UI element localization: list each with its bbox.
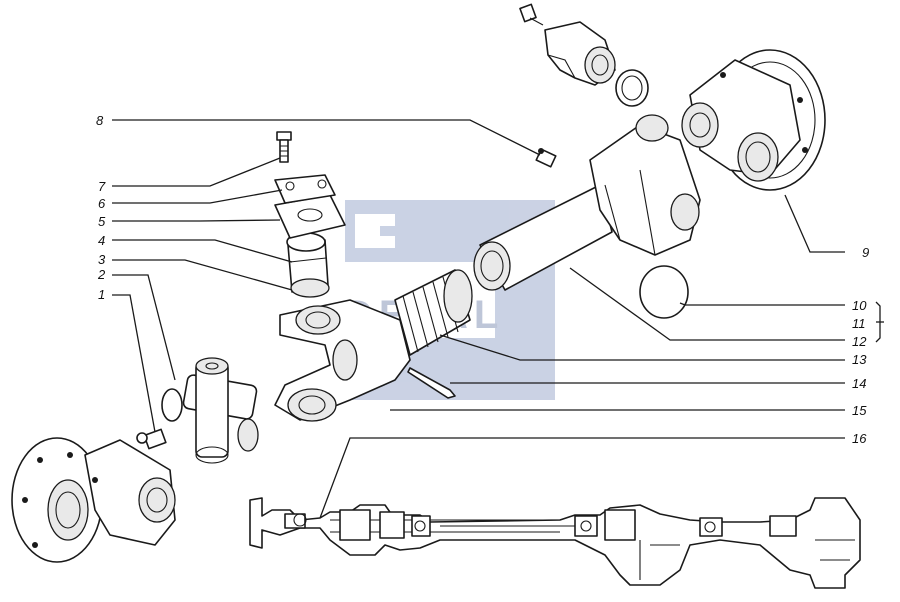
- leader-lines: [112, 119, 884, 519]
- callout-3: 3: [98, 252, 106, 267]
- bearing-bracket: [519, 3, 649, 107]
- spline-shaft-yoke: [274, 269, 473, 422]
- callout-9: 9: [862, 245, 869, 260]
- callout-6: 6: [98, 196, 106, 211]
- grease-nipple-1: [136, 428, 167, 450]
- callout-13: 13: [852, 352, 867, 367]
- callout-5: 5: [98, 214, 106, 229]
- cotter-pin-14: [407, 367, 456, 399]
- callout-8: 8: [96, 113, 104, 128]
- bearing-cover-plate: [274, 174, 346, 239]
- bolt-7: [276, 131, 292, 163]
- callout-4: 4: [98, 233, 105, 248]
- flange-yoke-upper: [681, 49, 826, 191]
- callout-1: 1: [98, 287, 105, 302]
- slip-yoke-sleeve: [473, 114, 701, 291]
- callout-14: 14: [852, 376, 866, 391]
- callout-12: 12: [852, 334, 867, 349]
- flange-yoke-lower: [11, 437, 176, 563]
- universal-joint-cross: [161, 357, 259, 464]
- callout-7: 7: [98, 179, 106, 194]
- needle-bearing-cup: [286, 232, 330, 298]
- callout-labels: 1 2 3 4 5 6 7 8 9 10 11 12 13 14 15 16: [96, 113, 869, 446]
- callout-2: 2: [97, 267, 106, 282]
- callout-15: 15: [852, 403, 867, 418]
- driveline-assembly: [249, 497, 861, 589]
- callout-11: 11: [852, 316, 866, 331]
- grease-nipple-8: [535, 148, 557, 168]
- callout-16: 16: [852, 431, 867, 446]
- cap-10: [639, 265, 689, 319]
- callout-10: 10: [852, 298, 867, 313]
